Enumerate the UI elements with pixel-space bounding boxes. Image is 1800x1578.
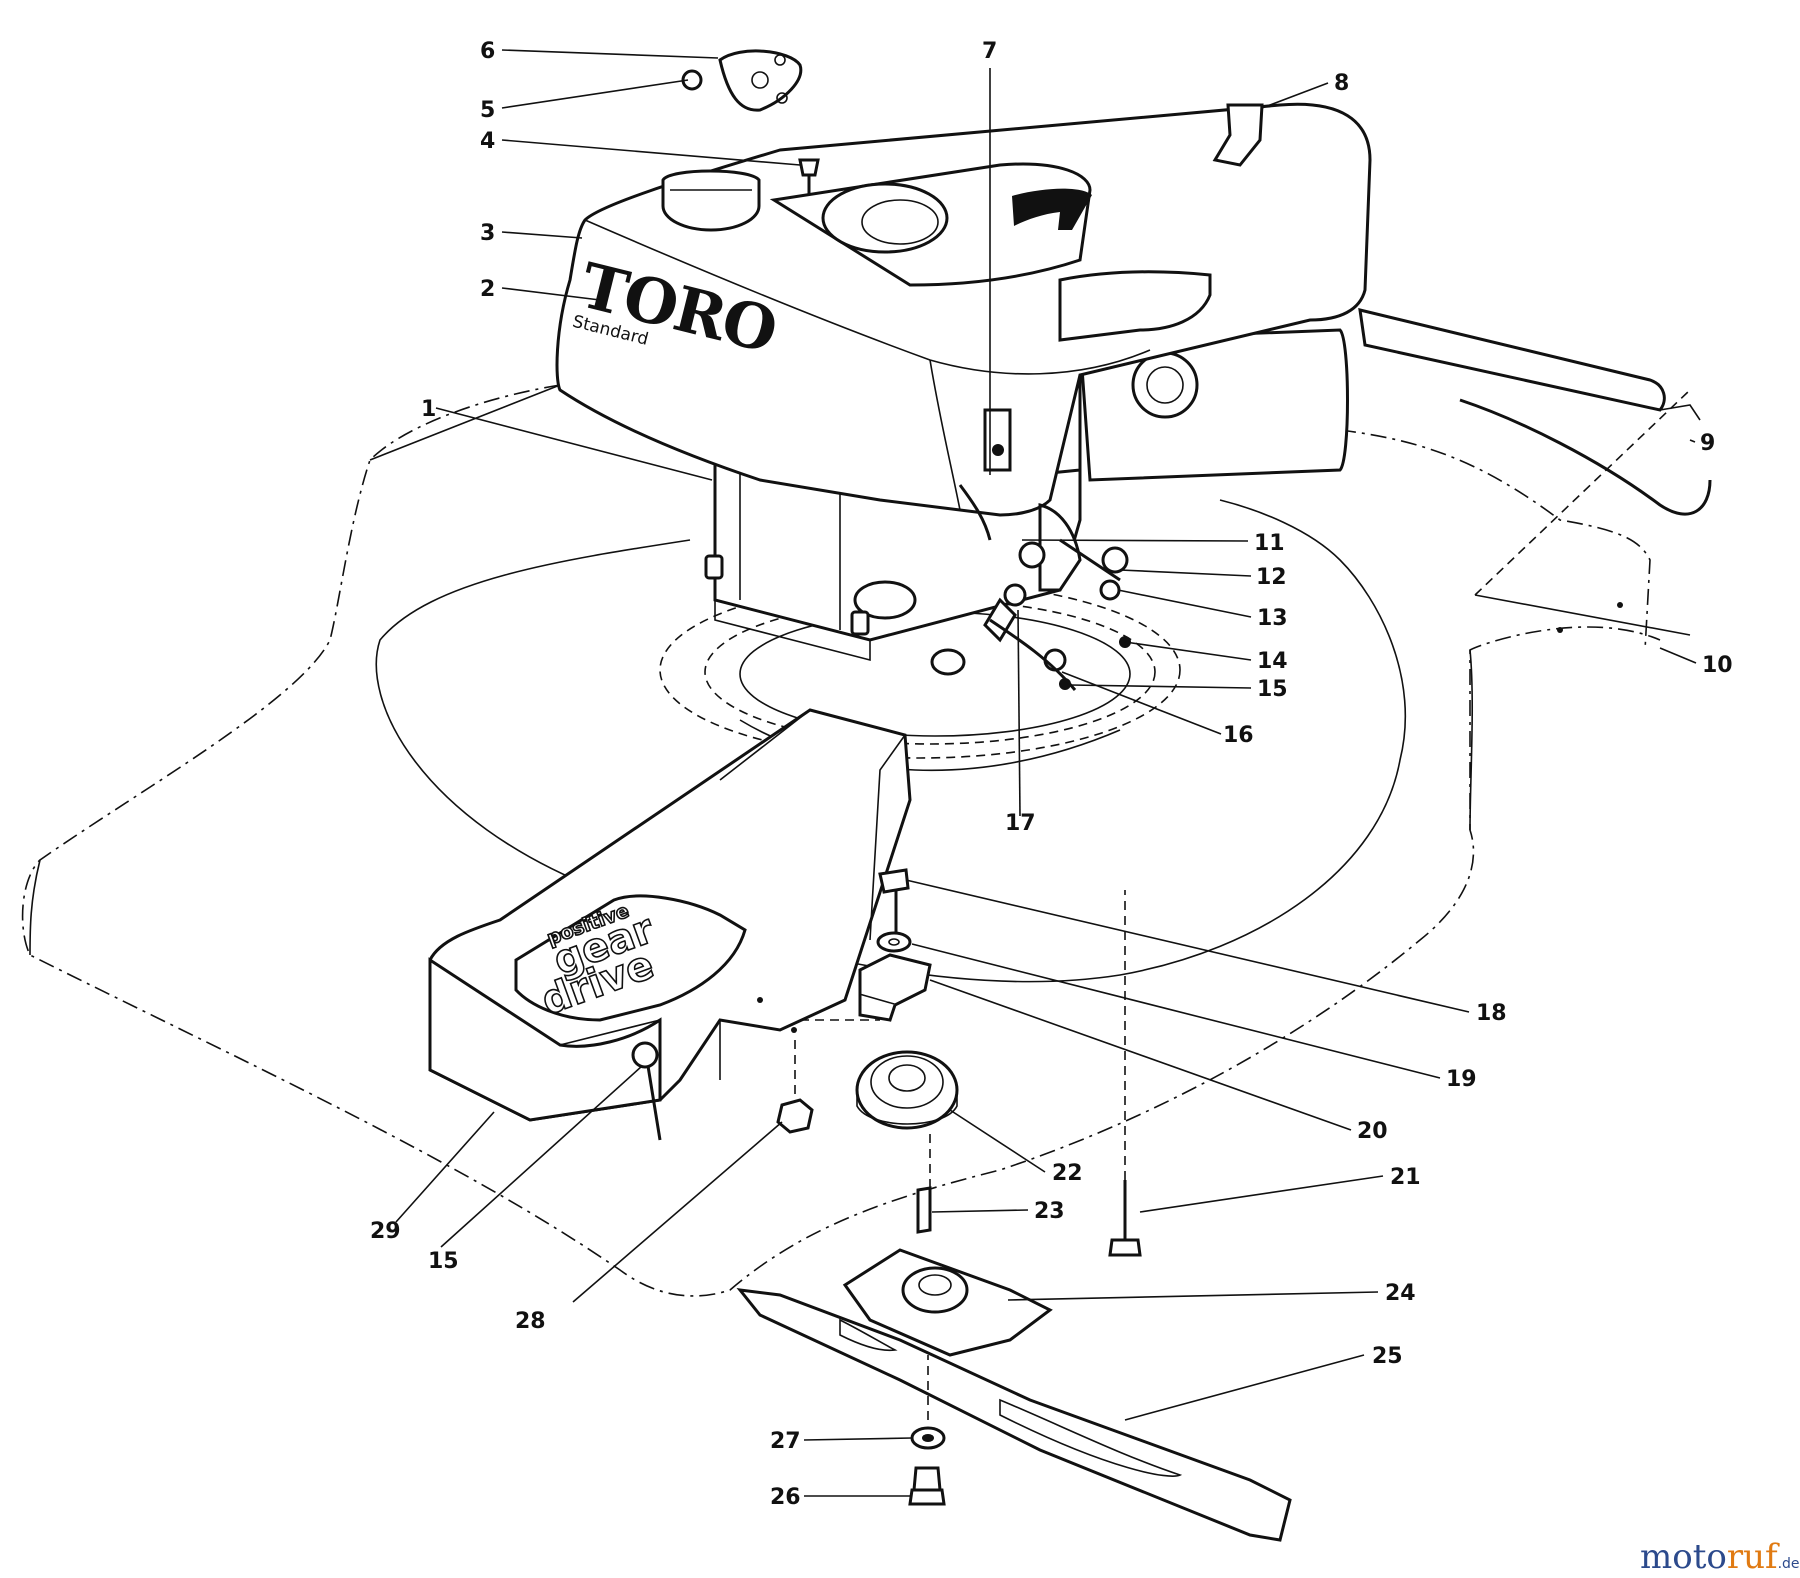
leader-lines xyxy=(395,49,1697,1497)
watermark-text: motoruf.de xyxy=(1640,1537,1800,1577)
callout-3: 3 xyxy=(480,221,495,246)
mower-deck-outline xyxy=(21,361,1661,1297)
callout-25: 25 xyxy=(1372,1344,1403,1369)
callout-20: 20 xyxy=(1357,1119,1388,1144)
callout-22: 22 xyxy=(1052,1161,1083,1186)
callout-12: 12 xyxy=(1256,565,1287,590)
callout-28: 28 xyxy=(515,1309,546,1334)
callout-18: 18 xyxy=(1476,1001,1507,1026)
callout-13: 13 xyxy=(1257,606,1288,631)
watermark-part2: ruf xyxy=(1727,1537,1780,1577)
callout-11: 11 xyxy=(1254,531,1285,556)
watermark-suffix: .de xyxy=(1778,1556,1800,1572)
callout-14: 14 xyxy=(1257,649,1288,674)
control-linkage xyxy=(958,408,1131,691)
callout-2: 2 xyxy=(480,277,495,302)
callout-7: 7 xyxy=(982,39,997,64)
watermark-part1: moto xyxy=(1640,1537,1727,1577)
callout-27: 27 xyxy=(770,1429,801,1454)
callout-15-housing: 15 xyxy=(428,1249,459,1274)
callout-6: 6 xyxy=(480,39,495,64)
engine-shroud xyxy=(555,102,1372,517)
callout-29: 29 xyxy=(370,1219,401,1244)
callout-8: 8 xyxy=(1334,71,1349,96)
callout-23: 23 xyxy=(1034,1199,1065,1224)
callout-19: 19 xyxy=(1446,1067,1477,1092)
callout-17: 17 xyxy=(1005,811,1036,836)
callout-10: 10 xyxy=(1702,653,1733,678)
callout-21: 21 xyxy=(1390,1165,1421,1190)
callout-15-linkage: 15 xyxy=(1257,677,1288,702)
callout-24: 24 xyxy=(1385,1281,1416,1306)
callout-numbers: 6 5 4 3 2 1 7 8 9 10 11 12 13 14 15 16 1… xyxy=(370,39,1733,1510)
hardware-parts xyxy=(631,49,1292,1542)
callout-9: 9 xyxy=(1700,431,1715,456)
site-watermark: motoruf.de xyxy=(1640,1537,1800,1577)
callout-4: 4 xyxy=(480,129,495,154)
callout-16: 16 xyxy=(1223,723,1254,748)
rear-handle-assembly xyxy=(1212,103,1712,636)
gear-drive-housing: positive gear drive xyxy=(428,708,912,1122)
callout-1: 1 xyxy=(421,397,436,422)
callout-5: 5 xyxy=(480,98,495,123)
callout-26: 26 xyxy=(770,1485,801,1510)
